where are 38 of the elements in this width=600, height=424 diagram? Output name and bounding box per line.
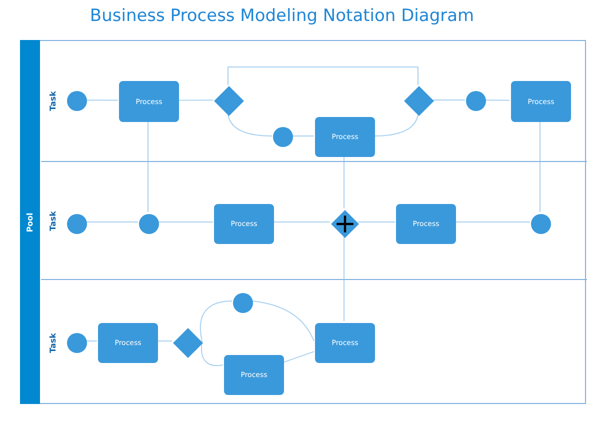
lane-label: Task (48, 90, 58, 113)
connector-line (86, 100, 118, 101)
diagram-title: Business Process Modeling Notation Diagram (88, 6, 476, 26)
gateway-diamond (214, 86, 244, 116)
event-circle (273, 127, 293, 147)
event-circle (531, 214, 551, 234)
event-circle (139, 214, 159, 234)
lane-label: Task (48, 332, 58, 354)
pool-header: Pool (20, 40, 40, 404)
lane-label: Task (48, 210, 58, 232)
pool (20, 40, 586, 404)
event-circle (67, 214, 87, 234)
process-box (315, 323, 375, 363)
connector-line (282, 351, 314, 363)
connector-line (484, 100, 510, 101)
event-circle (233, 293, 253, 313)
event-circle (466, 91, 486, 111)
process-box (315, 117, 375, 157)
process-box (511, 81, 571, 122)
process-box (396, 204, 456, 244)
connector-line (156, 340, 172, 342)
connector-line (200, 300, 232, 342)
gateway-diamond (404, 86, 434, 116)
gateway-diamond (173, 328, 203, 358)
connector-line (86, 340, 98, 342)
connector-line (228, 114, 272, 136)
process-box (214, 204, 274, 244)
connector-line (200, 340, 224, 366)
parallel-gateway-diamond (331, 210, 359, 238)
process-box (98, 323, 158, 363)
event-circle (67, 333, 87, 353)
process-box (224, 355, 284, 395)
connector-line (252, 300, 314, 342)
event-circle (67, 91, 87, 111)
connector-line (374, 114, 418, 136)
process-box (119, 81, 179, 122)
connector-line (178, 100, 214, 101)
connector-line (228, 66, 418, 86)
